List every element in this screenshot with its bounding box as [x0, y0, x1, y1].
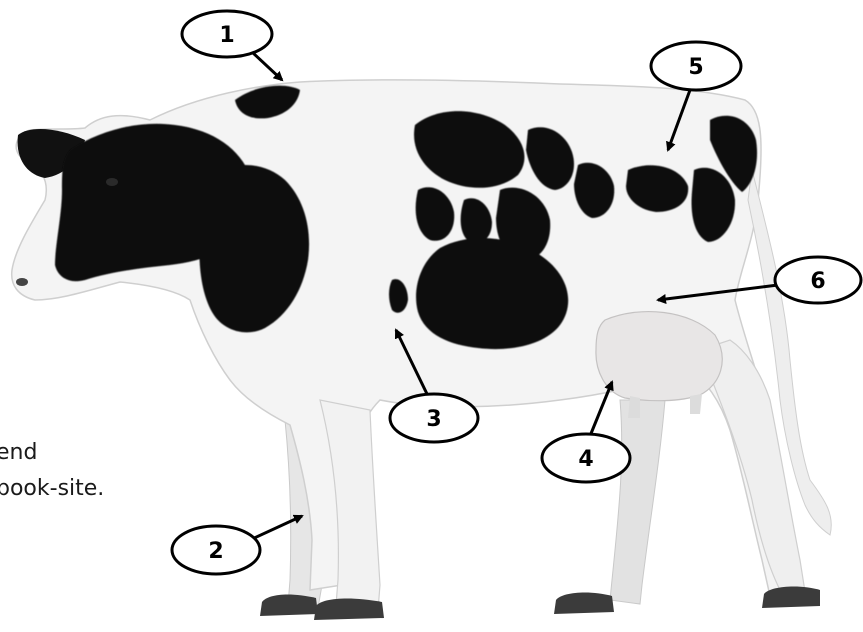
- callout-1-arrow: [252, 52, 282, 80]
- hoof: [314, 599, 384, 620]
- hoof: [260, 595, 318, 616]
- cow-illustration: [12, 80, 832, 620]
- cow-udder: [596, 312, 722, 401]
- callout-1-number: 1: [219, 23, 234, 48]
- hoof: [554, 593, 614, 614]
- cow-nostril: [16, 278, 28, 286]
- udder-teat: [628, 396, 640, 418]
- callout-5-number: 5: [688, 55, 703, 80]
- callout-1: 1: [182, 11, 282, 80]
- cow-eye: [106, 178, 118, 186]
- callout-6-number: 6: [810, 269, 825, 294]
- callout-2: 2: [172, 516, 302, 574]
- udder-teat: [690, 394, 702, 414]
- far-hind-leg: [610, 400, 665, 604]
- callout-3-number: 3: [426, 407, 441, 432]
- callout-2-number: 2: [208, 539, 223, 564]
- callout-4-number: 4: [578, 447, 593, 472]
